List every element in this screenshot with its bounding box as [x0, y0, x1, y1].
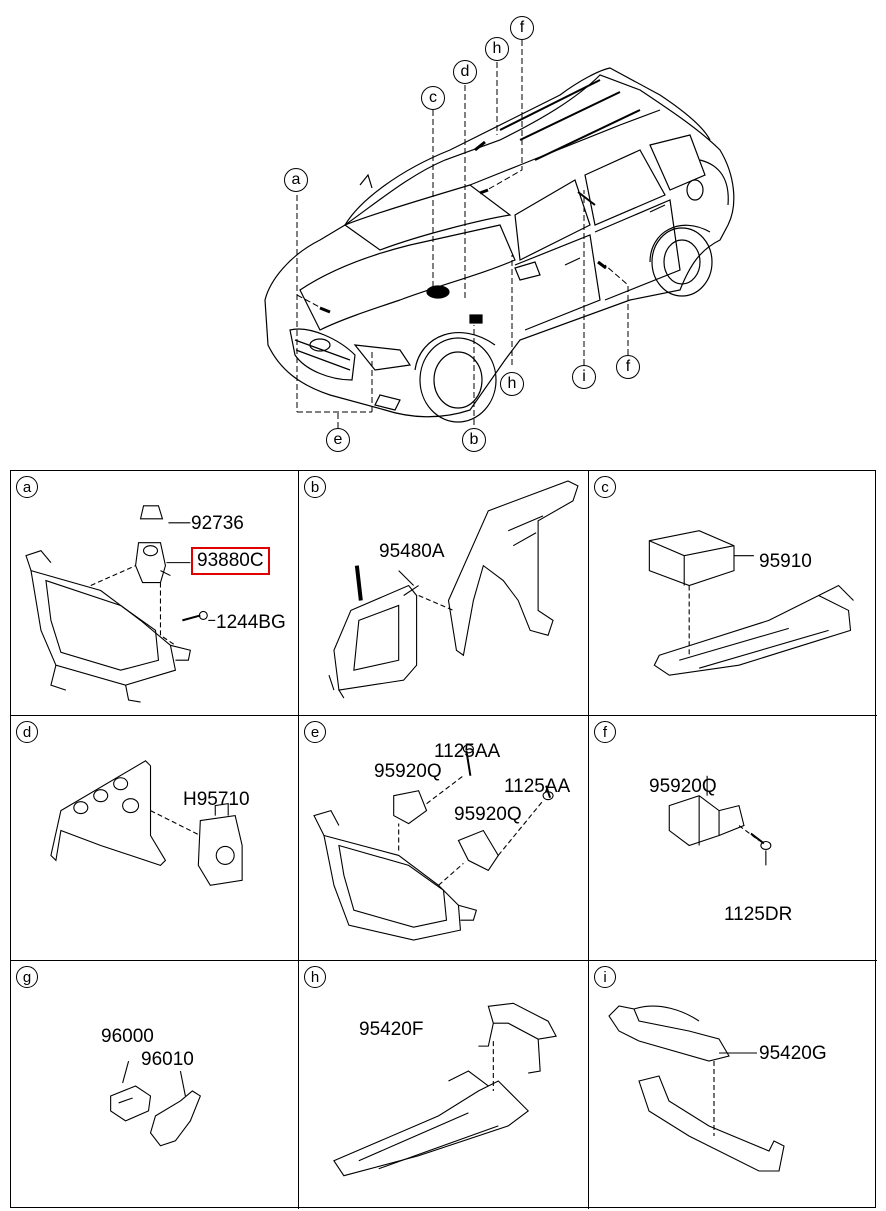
- part-number-1125dr[interactable]: 1125DR: [724, 904, 793, 925]
- panel-h-illustration: [333, 1002, 557, 1177]
- part-number-96010[interactable]: 96010: [141, 1049, 194, 1070]
- part-number-95920q[interactable]: 95920Q: [649, 776, 717, 797]
- panel-i-illustration: [608, 1005, 785, 1172]
- panel-f-letter: f: [594, 721, 616, 743]
- panel-i-letter: i: [594, 966, 616, 988]
- part-number-95420g[interactable]: 95420G: [759, 1043, 827, 1064]
- callout-b: b: [462, 428, 486, 452]
- part-number-1125aa-upper[interactable]: 1125AA: [434, 741, 501, 762]
- panel-a: a 92736 93880C 1244BG: [11, 471, 299, 716]
- callout-f-bottom: f: [616, 355, 640, 379]
- panel-c-illustration: [648, 530, 854, 676]
- panel-a-illustration: [25, 505, 216, 703]
- callout-i: i: [572, 365, 596, 389]
- panel-c-letter: c: [594, 476, 616, 498]
- panel-c: c 95910: [589, 471, 877, 716]
- part-number-93880c-highlighted[interactable]: 93880C: [191, 547, 270, 575]
- part-number-95920q-lower[interactable]: 95920Q: [454, 804, 522, 825]
- panel-d: d H95710: [11, 716, 299, 961]
- callout-h-top: h: [485, 37, 509, 61]
- callout-f-top: f: [510, 16, 534, 40]
- callout-c: c: [421, 86, 445, 110]
- part-number-95480a[interactable]: 95480A: [379, 541, 445, 562]
- vehicle-illustration: [264, 40, 735, 428]
- panel-f-illustration: [668, 775, 772, 866]
- part-number-h95710[interactable]: H95710: [183, 789, 250, 810]
- panel-d-letter: d: [16, 721, 38, 743]
- panel-e-illustration: [313, 744, 554, 941]
- panel-b-letter: b: [304, 476, 326, 498]
- part-number-95910[interactable]: 95910: [759, 551, 812, 572]
- panel-b-illustration: [328, 480, 579, 699]
- panel-e-letter: e: [304, 721, 326, 743]
- panel-g-letter: g: [16, 966, 38, 988]
- parts-grid: a 92736 93880C 1244BG b 95480A: [10, 470, 877, 1209]
- callout-h-bottom: h: [500, 372, 524, 396]
- part-number-92736[interactable]: 92736: [191, 513, 244, 534]
- callout-d: d: [453, 60, 477, 84]
- panel-b: b 95480A: [299, 471, 589, 716]
- panel-h: h 95420F: [299, 961, 589, 1209]
- panel-g-illustration: [110, 1060, 202, 1147]
- part-number-96000[interactable]: 96000: [101, 1026, 154, 1047]
- panel-i: i 95420G: [589, 961, 877, 1209]
- callout-e: e: [326, 428, 350, 452]
- vehicle-overview: a b c d e f f h h i: [0, 0, 886, 470]
- callout-a: a: [284, 168, 308, 192]
- panel-h-letter: h: [304, 966, 326, 988]
- part-number-1125aa-lower[interactable]: 1125AA: [504, 776, 571, 797]
- panel-f: f 95920Q 1125DR: [589, 716, 877, 961]
- panel-e: e 1125AA 95920Q 1125AA 95920Q: [299, 716, 589, 961]
- part-number-95920q-upper[interactable]: 95920Q: [374, 761, 442, 782]
- panel-g: g 96000 96010: [11, 961, 299, 1209]
- part-number-95420f[interactable]: 95420F: [359, 1019, 424, 1040]
- panel-a-letter: a: [16, 476, 38, 498]
- panel-d-illustration: [50, 760, 243, 886]
- part-number-1244bg[interactable]: 1244BG: [216, 612, 286, 633]
